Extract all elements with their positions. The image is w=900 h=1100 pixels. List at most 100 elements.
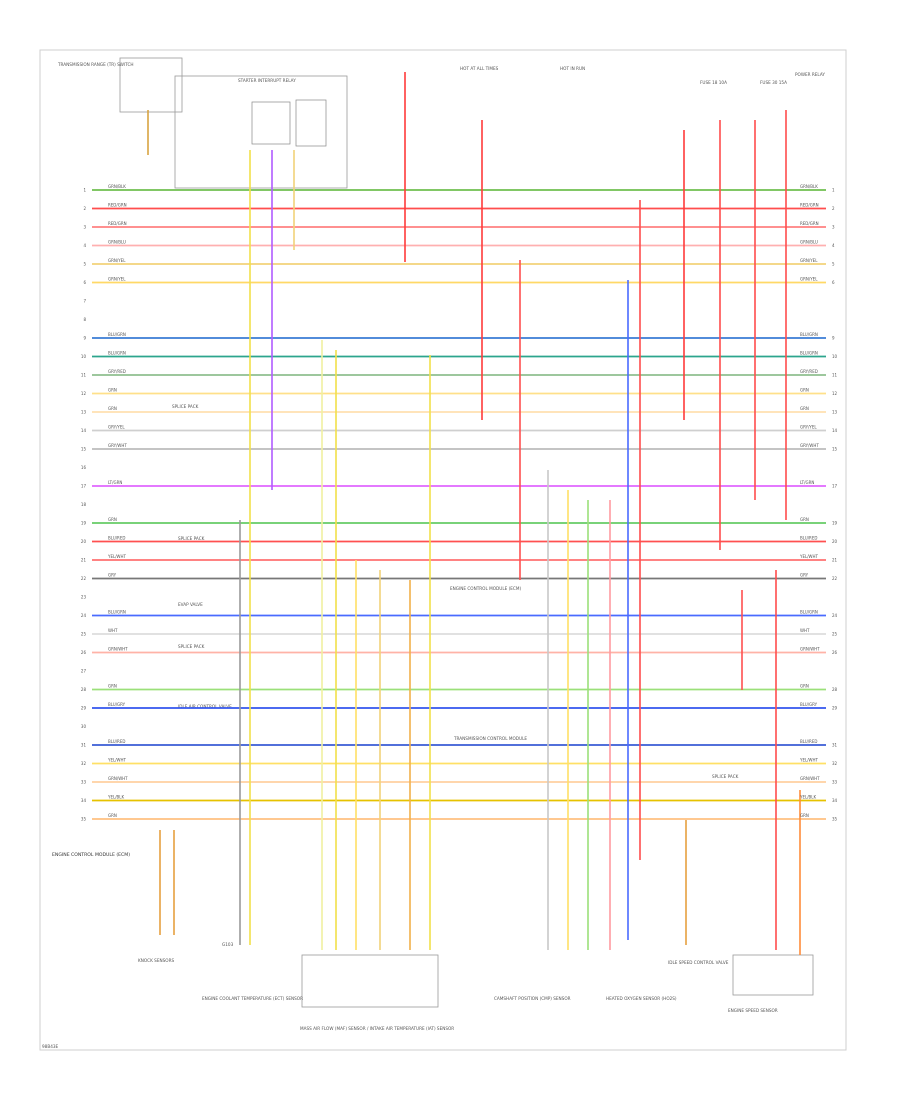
splice-mid-label: SPLICE PACK [178, 536, 205, 541]
bottom-group-2: ENGINE COOLANT TEMPERATURE (ECT) SENSOR [202, 996, 303, 1001]
pin-number: 26 [81, 650, 87, 655]
wire-color-right: GRN/BLK [800, 184, 818, 189]
pin-number-right: 31 [832, 743, 838, 748]
wire-color-right: WHT [800, 628, 810, 633]
pin-number: 21 [81, 558, 87, 563]
bottom-group-3: MASS AIR FLOW (MAF) SENSOR / INTAKE AIR … [300, 1026, 454, 1031]
wire-color-left: YEL/WHT [107, 554, 127, 559]
bottom-group-5: HEATED OXYGEN SENSOR (HO2S) [606, 996, 677, 1001]
pin-number: 33 [81, 780, 87, 785]
wire-color-right: LT/GRN [800, 480, 814, 485]
wire-color-right: BLU/GRN [800, 332, 818, 337]
pin-number-right: 14 [832, 428, 838, 433]
pin-number-right: 28 [832, 687, 838, 692]
figure-ref: 98B43E [42, 1044, 59, 1049]
relay-coil [251, 101, 291, 145]
wire-color-left: BLU/GRN [108, 332, 126, 337]
pin-number-right: 15 [832, 447, 838, 452]
wire-color-left: GRY/YEL [108, 425, 125, 430]
pin-number: 16 [81, 465, 87, 470]
wire-color-right: RED/GRN [800, 203, 819, 208]
wire-color-right: YEL/WHT [799, 758, 819, 763]
hot-at-all-times-label: HOT AT ALL TIMES [460, 66, 499, 71]
pin-number: 22 [81, 576, 87, 581]
wire-color-left: BLU/GRN [108, 610, 126, 615]
pin-number-right: 9 [832, 336, 835, 341]
wire-color-left: GRN [108, 388, 117, 393]
wire-color-right: GRY/YEL [800, 425, 817, 430]
wire-color-left: GRN [108, 406, 117, 411]
pin-number: 2 [83, 206, 86, 211]
pin-number-right: 12 [832, 391, 838, 396]
maf-iat-box [301, 954, 439, 1008]
wire-color-right: YEL/BLK [799, 795, 817, 800]
pin-number-right: 29 [832, 706, 838, 711]
wire-color-left: RED/GRN [108, 203, 127, 208]
wire-color-right: GRY [800, 573, 809, 578]
pin-number: 13 [81, 410, 87, 415]
relay-contact [295, 99, 327, 147]
wire-color-left: WHT [108, 628, 118, 633]
wire-color-right: GRN/WHT [800, 776, 820, 781]
pin-number-right: 33 [832, 780, 838, 785]
starter-relay-label: STARTER INTERRUPT RELAY [238, 78, 296, 83]
wire-color-left: GRN/YEL [108, 258, 126, 263]
pin-number: 4 [83, 243, 86, 248]
pin-number-right: 32 [832, 761, 838, 766]
wire-color-left: RED/GRN [108, 221, 127, 226]
wire-color-right: BLU/RED [800, 739, 817, 744]
splice-right-label: SPLICE PACK [712, 774, 739, 779]
pin-number-right: 13 [832, 410, 838, 415]
wire-color-left: GRY/WHT [108, 443, 127, 448]
pin-number: 15 [81, 447, 87, 452]
pin-number-right: 21 [832, 558, 838, 563]
pin-number: 5 [83, 262, 86, 267]
fuse-b-label: FUSE 30 15A [760, 80, 787, 85]
bottom-group-4: CAMSHAFT POSITION (CMP) SENSOR [494, 996, 571, 1001]
bottom-group-1: KNOCK SENSORS [138, 958, 174, 963]
wire-color-left: GRN/YEL [108, 277, 126, 282]
pin-number-right: 1 [832, 188, 835, 193]
wire-color-right: GRN [800, 406, 809, 411]
pin-number-right: 20 [832, 539, 838, 544]
pin-number: 19 [81, 521, 87, 526]
wire-color-left: GRN/BLU [108, 240, 126, 245]
pin-number: 24 [81, 613, 87, 618]
trans-control-label: TRANSMISSION CONTROL MODULE [453, 736, 527, 741]
wire-color-right: GRN/YEL [800, 277, 818, 282]
pin-number: 17 [81, 484, 87, 489]
evap-label: EVAP VALVE [178, 602, 203, 607]
pin-number: 31 [81, 743, 87, 748]
hot-in-run-label: HOT IN RUN [560, 66, 585, 71]
pin-number-right: 11 [832, 373, 838, 378]
pin-number: 35 [81, 817, 87, 822]
fuse-a-label: FUSE 18 10A [700, 80, 727, 85]
pin-number: 11 [81, 373, 87, 378]
wire-color-right: BLU/GRN [800, 351, 818, 356]
pin-number: 18 [81, 502, 87, 507]
wire-color-right: GRN [800, 517, 809, 522]
wire-color-right: GRN/YEL [800, 258, 818, 263]
wire-color-left: BLU/RED [108, 739, 125, 744]
pin-number: 34 [81, 798, 87, 803]
pin-number: 28 [81, 687, 87, 692]
wire-color-left: BLU/GRN [108, 351, 126, 356]
pin-number: 6 [83, 280, 86, 285]
wire-color-right: GRN [800, 813, 809, 818]
pin-number-right: 5 [832, 262, 835, 267]
tr-switch-label: TRANSMISSION RANGE (TR) SWITCH [57, 62, 134, 67]
wire-harness [92, 72, 826, 955]
wire-color-left: GRY [108, 573, 117, 578]
splice-top-label: SPLICE PACK [172, 404, 199, 409]
ground-label: G103 [222, 942, 234, 947]
pin-number: 30 [81, 724, 87, 729]
pin-number: 3 [83, 225, 86, 230]
pin-number-right: 26 [832, 650, 838, 655]
bottom-group-7: ENGINE SPEED SENSOR [728, 1008, 778, 1013]
wire-color-left: YEL/WHT [107, 758, 127, 763]
wire-color-left: GRN [108, 684, 117, 689]
pin-number: 8 [83, 317, 86, 322]
wire-color-left: YEL/BLK [107, 795, 125, 800]
